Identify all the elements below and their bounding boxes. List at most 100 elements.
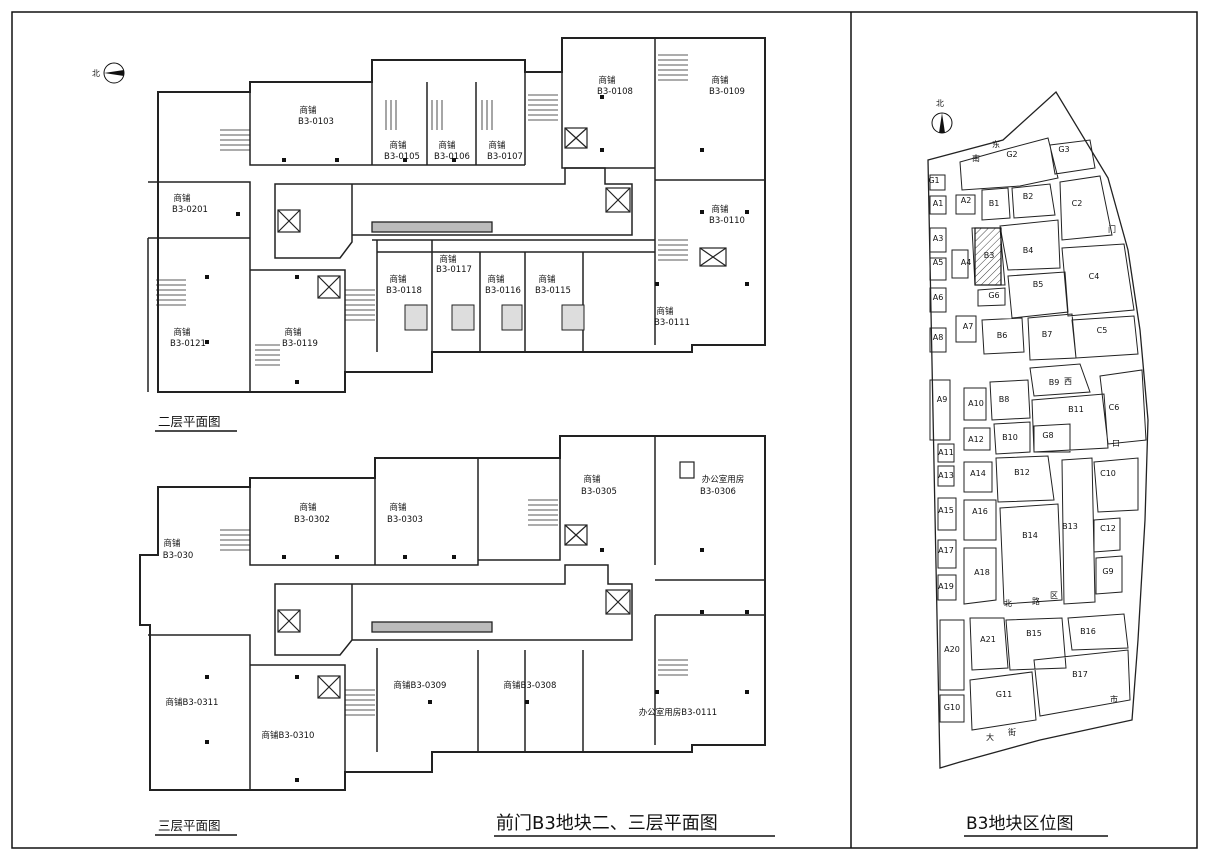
parcel-label: B6 [997, 331, 1008, 340]
floor3-plan [139, 435, 766, 791]
street-labels: 东南门大街市西区北路口 [972, 139, 1120, 742]
parcel-label: A21 [980, 635, 996, 644]
floor2-lifts [277, 127, 727, 299]
parcel-label: G6 [988, 291, 999, 300]
shop-name: 商铺 [389, 274, 407, 285]
street-label: 路 [1032, 596, 1040, 606]
shop-name: 商铺 [173, 327, 191, 338]
parcel-label: C12 [1100, 524, 1116, 533]
parcel-label: G3 [1058, 145, 1069, 154]
parcel-label: G1 [928, 176, 939, 185]
floor2-escalator [371, 221, 493, 233]
parcel-label: A4 [961, 258, 972, 267]
parcel-label: B12 [1014, 468, 1030, 477]
shop-name: 商铺 [487, 274, 505, 285]
parcel-label: C2 [1072, 199, 1083, 208]
north-label: 北 [936, 99, 944, 108]
parcel-label: A11 [938, 448, 954, 457]
shop-name: 商铺 [299, 105, 317, 116]
parcel-label: A6 [933, 293, 944, 302]
room-name: 商铺 [389, 502, 407, 513]
parcel-label: A7 [963, 322, 974, 331]
map-blocks [929, 137, 1147, 731]
parcel-label: B10 [1002, 433, 1018, 442]
parcel-label: A16 [972, 507, 988, 516]
north-label: 北 [92, 69, 100, 78]
parcel-label: G8 [1042, 431, 1053, 440]
street-label: 北 [1004, 599, 1012, 608]
room-name: 办公室用房 [702, 474, 745, 485]
shop-code: B3-0105 [384, 152, 420, 162]
shop-code: B3-0118 [386, 286, 422, 296]
parcel-label: C4 [1089, 272, 1100, 281]
parcel-label: B3 [984, 251, 995, 260]
sheet-border [11, 11, 1198, 849]
main-title: 前门B3地块二、三层平面图 [496, 813, 718, 834]
shop-name: 商铺 [438, 140, 456, 151]
room-name: 商铺 [299, 502, 317, 513]
shop-name: 商铺 [173, 193, 191, 204]
shop-name: 商铺 [488, 140, 506, 151]
parcel-label: B15 [1026, 629, 1042, 638]
room-label: 商铺B3-0311 [166, 697, 219, 708]
street-label: 门 [1108, 224, 1116, 234]
shop-name: 商铺 [711, 75, 729, 86]
parcel-label: A12 [968, 435, 984, 444]
shop-code: B3-0119 [282, 339, 318, 349]
room-name: 商铺 [163, 538, 181, 549]
shop-code: B3-0117 [436, 265, 472, 275]
shop-code: B3-0201 [172, 205, 208, 215]
shop-code: B3-0108 [597, 87, 633, 97]
room-code: B3-0306 [700, 487, 736, 497]
street-label: 南 [972, 153, 980, 163]
floor3-columns [205, 548, 749, 782]
room-name: 商铺 [583, 474, 601, 485]
floor3-partitions [148, 436, 765, 790]
shop-code: B3-0109 [709, 87, 745, 97]
floor2-outline [157, 37, 766, 393]
parcel-label: B4 [1023, 246, 1034, 255]
room-label: 办公室用房B3-0111 [639, 707, 717, 718]
parcel-label: A13 [938, 471, 954, 480]
parcel-label: A14 [970, 469, 986, 478]
shop-name: 商铺 [598, 75, 616, 86]
location-map [927, 90, 1149, 769]
shop-code: B3-0103 [298, 117, 334, 127]
parcel-label: A15 [938, 506, 954, 515]
parcel-label: C6 [1109, 403, 1120, 412]
parcel-label: C10 [1100, 469, 1116, 478]
shop-name: 商铺 [538, 274, 556, 285]
floor2-labels: 商铺 B3-0103 商铺 B3-0105 商铺 B3-0106 商铺 B3-0… [170, 75, 745, 349]
floor3-escalator [371, 621, 493, 633]
shop-code: B3-0121 [170, 339, 206, 349]
parcel-label: G9 [1102, 567, 1113, 576]
floor2-columns [205, 95, 749, 384]
parcel-label: B17 [1072, 670, 1088, 679]
shop-code: B3-0115 [535, 286, 571, 296]
room-code: B3-0303 [387, 515, 423, 525]
location-map-title: B3地块区位图 [966, 814, 1073, 834]
room-label: 商铺B3-0308 [504, 680, 557, 691]
room-label: 商铺B3-0310 [262, 730, 315, 741]
parcel-label: B2 [1023, 192, 1034, 201]
parcel-label: G2 [1006, 150, 1017, 159]
shop-name: 商铺 [439, 254, 457, 265]
parcel-label: A9 [937, 395, 948, 404]
shop-code: B3-0116 [485, 286, 521, 296]
parcel-label: A10 [968, 399, 984, 408]
street-label: 区 [1050, 591, 1058, 600]
map-b3-site [974, 227, 1002, 286]
shop-code: B3-0110 [709, 216, 745, 226]
floor2-atrium [274, 167, 633, 259]
room-code: B3-0305 [581, 487, 617, 497]
floor3-lifts [277, 461, 695, 699]
parcel-label: B5 [1033, 280, 1044, 289]
floor3-caption: 三层平面图 [158, 818, 221, 833]
north-arrow-right: 北 [931, 99, 953, 134]
floor3-outline [139, 435, 766, 791]
floor2-plan [147, 37, 766, 393]
shop-code: B3-0111 [654, 318, 690, 328]
street-label: 东 [992, 139, 1000, 149]
